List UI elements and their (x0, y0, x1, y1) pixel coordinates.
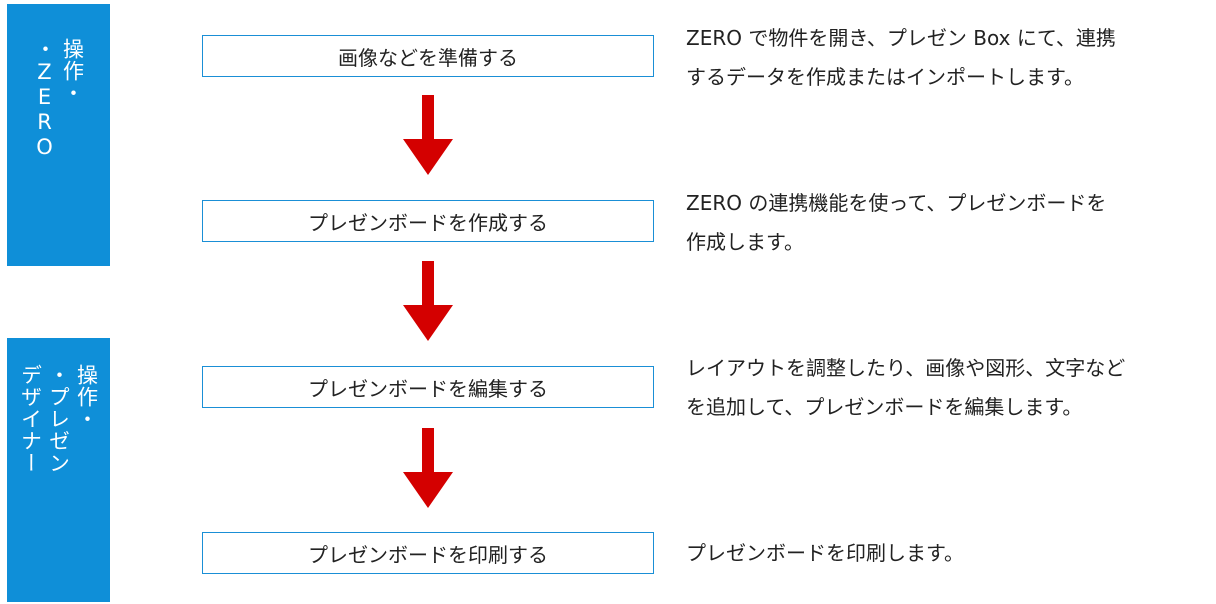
description-line: レイアウトを調整したり、画像や図形、文字など (686, 356, 1126, 380)
side-panel-label-line: 操作・ (60, 38, 85, 104)
step-box-create-board: プレゼンボードを作成する (202, 200, 654, 242)
step-box-prepare-images: 画像などを準備する (202, 35, 654, 77)
side-panel-zero: 操作・ ・ZERO (7, 4, 110, 266)
step-box-print-board: プレゼンボードを印刷する (202, 532, 654, 574)
down-arrow-icon (403, 95, 453, 175)
description-line: するデータを作成またはインポートします。 (686, 65, 1084, 89)
down-arrow-icon (403, 261, 453, 341)
step-box-edit-board: プレゼンボードを編集する (202, 366, 654, 408)
step-label: プレゼンボードを印刷する (308, 542, 548, 567)
side-panel-label-line: 操作・ (74, 364, 99, 430)
side-panel-label-line: ・ZERO (32, 38, 57, 160)
side-panel-label-line: デザイナー (18, 364, 43, 474)
description-line: 作成します。 (686, 230, 804, 254)
side-panel-presen-designer: 操作・ ・プレゼン デザイナー (7, 338, 110, 602)
step-description-1: ZERO で物件を開き、プレゼン Box にて、連携 するデータを作成またはイン… (686, 19, 1206, 97)
description-line: プレゼンボードを印刷します。 (686, 541, 964, 565)
description-line: ZERO の連携機能を使って、プレゼンボードを (686, 191, 1107, 215)
side-panel-label-line: ・プレゼン (46, 364, 71, 474)
description-line: ZERO で物件を開き、プレゼン Box にて、連携 (686, 26, 1116, 50)
step-label: 画像などを準備する (338, 45, 518, 70)
down-arrow-icon (403, 428, 453, 508)
description-line: を追加して、プレゼンボードを編集します。 (686, 395, 1083, 419)
step-label: プレゼンボードを編集する (308, 376, 548, 401)
step-description-2: ZERO の連携機能を使って、プレゼンボードを 作成します。 (686, 184, 1206, 262)
step-description-3: レイアウトを調整したり、画像や図形、文字など を追加して、プレゼンボードを編集し… (686, 349, 1206, 427)
step-label: プレゼンボードを作成する (308, 210, 548, 235)
step-description-4: プレゼンボードを印刷します。 (686, 534, 1206, 573)
